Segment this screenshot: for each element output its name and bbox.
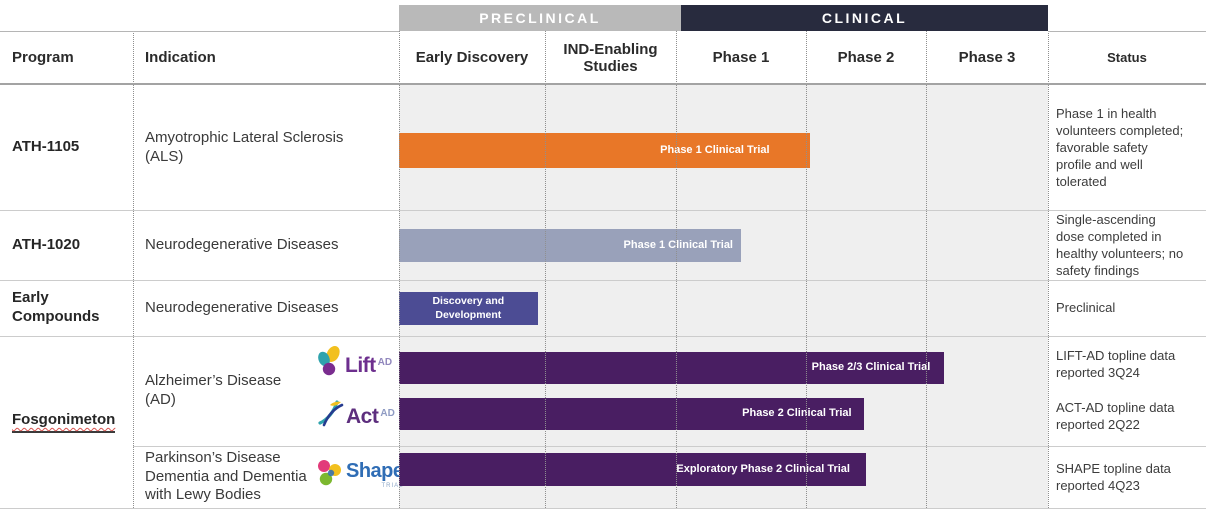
program-fosgonimeton-label: Fosgonimeton: [12, 411, 116, 433]
column-divider: [806, 31, 807, 508]
row-divider: [133, 446, 1206, 447]
status-lift-ad: LIFT-AD topline data reported 3Q24: [1056, 347, 1176, 380]
column-divider: [133, 31, 134, 508]
shape-wordmark: Shape: [346, 460, 404, 482]
table-bottom-border: [0, 508, 1206, 509]
pipeline-bar-lift-ad: Phase 2/3 Clinical Trial: [399, 352, 945, 384]
indication-alzheimers: Alzheimer’s Disease (AD): [145, 372, 282, 408]
lift-ad-superscript: AD: [377, 357, 393, 368]
indication-parkinsons: Parkinson’s Disease Dementia and Dementi…: [145, 448, 307, 504]
status-shape: SHAPE topline data reported 4Q23: [1056, 460, 1171, 493]
indication-early-compounds: Neurodegenerative Diseases: [145, 298, 339, 316]
status-ath-1105: Phase 1 in health volunteers completed; …: [1056, 105, 1184, 190]
bar-label: Phase 2/3 Clinical Trial: [811, 361, 931, 374]
clinical-band-label: CLINICAL: [821, 10, 908, 26]
column-divider: [1048, 31, 1049, 508]
program-early-compounds: Early Compounds: [12, 289, 100, 325]
indication-ath-1020: Neurodegenerative Diseases: [145, 235, 339, 253]
column-divider: [399, 31, 400, 508]
lift-wordmark: Lift: [345, 354, 376, 377]
column-header-phase-1: Phase 1: [712, 49, 770, 66]
column-header-indication: Indication: [145, 49, 216, 66]
column-header-early-discovery: Early Discovery: [415, 49, 529, 66]
column-header-status: Status: [1107, 50, 1147, 65]
column-divider: [676, 31, 677, 508]
bar-label: Phase 1 Clinical Trial: [623, 238, 733, 251]
bar-label: Exploratory Phase 2 Clinical Trial: [676, 462, 850, 475]
pipeline-bar-act-ad: Phase 2 Clinical Trial: [399, 398, 864, 430]
header-top-border: [1048, 31, 1206, 32]
header-top-border: [0, 31, 399, 32]
column-divider: [926, 31, 927, 508]
act-ad-logo: Act AD: [318, 397, 395, 427]
act-ad-superscript: AD: [380, 408, 395, 419]
lift-ad-logo: Lift AD: [316, 344, 392, 376]
preclinical-band: PRECLINICAL: [399, 5, 681, 31]
clinical-band: CLINICAL: [681, 5, 1048, 31]
bar-label: Phase 2 Clinical Trial: [742, 407, 852, 420]
shape-trial-subscript: TRIAL: [381, 483, 404, 489]
status-early-compounds: Preclinical: [1056, 300, 1116, 316]
column-header-ind-enabling: IND-Enabling Studies: [563, 40, 658, 75]
pipeline-bar-early-compounds: Discovery and Development: [399, 292, 538, 325]
status-act-ad: ACT-AD topline data reported 2Q22: [1056, 399, 1175, 432]
bar-label: Discovery and Development: [432, 295, 505, 321]
program-ath-1105: ATH-1105: [12, 138, 80, 156]
column-divider: [545, 31, 546, 508]
bar-label: Phase 1 Clinical Trial: [660, 143, 770, 156]
pipeline-bar-shape: Exploratory Phase 2 Clinical Trial: [399, 453, 866, 486]
lift-ad-logo-icon: [318, 345, 340, 376]
shape-logo: Shape TRIAL: [314, 455, 404, 489]
shape-wordmark-wrap: Shape TRIAL: [346, 461, 404, 489]
program-fosgonimeton: Fosgonimeton: [0, 336, 133, 508]
column-header-phase-2: Phase 2: [837, 49, 895, 66]
header-bottom-border: [0, 83, 1206, 85]
act-ad-logo-icon: [318, 400, 344, 427]
indication-ath-1105: Amyotrophic Lateral Sclerosis (ALS): [145, 128, 344, 165]
row-divider: [0, 210, 1206, 211]
program-ath-1020: ATH-1020: [12, 235, 81, 253]
act-wordmark: Act: [346, 405, 379, 428]
row-divider: [0, 280, 1206, 281]
shape-logo-icon: [318, 460, 341, 486]
status-ath-1020: Single-ascending dose completed in healt…: [1056, 211, 1184, 279]
column-header-phase-3: Phase 3: [958, 49, 1016, 66]
row-divider: [0, 336, 1206, 337]
pipeline-bar-ath-1020: Phase 1 Clinical Trial: [399, 229, 741, 262]
preclinical-band-label: PRECLINICAL: [479, 10, 601, 26]
column-header-program: Program: [12, 49, 74, 66]
pipeline-bar-ath-1105: Phase 1 Clinical Trial: [399, 133, 810, 168]
